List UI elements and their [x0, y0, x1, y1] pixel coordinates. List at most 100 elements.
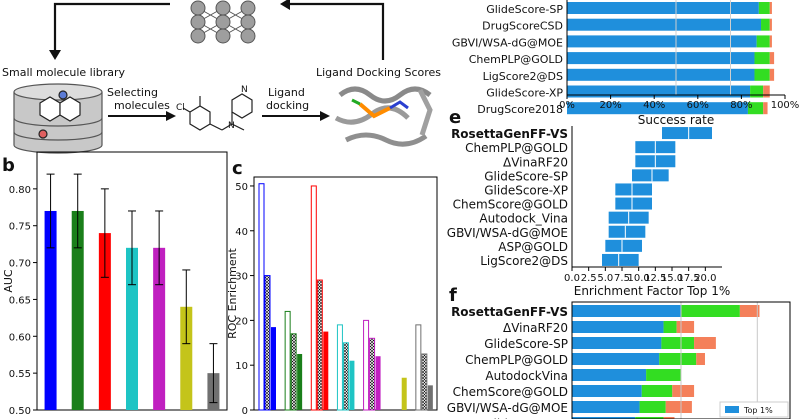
- ytick-label: ASP@GOLD: [498, 240, 568, 254]
- ytick-label: ChemPLP@GOLD: [465, 141, 568, 155]
- ytick-label: Autodock_Vina: [479, 212, 568, 226]
- bar-segment: [572, 417, 636, 419]
- range-bar: [615, 197, 652, 210]
- bar-segment: [754, 68, 770, 81]
- bar-segment: [681, 305, 740, 317]
- ytick-label: 40: [235, 227, 248, 238]
- bar: [427, 385, 433, 410]
- docking-label-2: docking: [266, 99, 309, 112]
- scores-label: Ligand Docking Scores: [316, 66, 441, 79]
- ytick-label: ChemScore@GOLD: [453, 198, 568, 212]
- bar: [415, 324, 422, 411]
- bar: [310, 185, 317, 411]
- bar: [71, 210, 84, 410]
- ytick-label: 0.60: [9, 332, 31, 343]
- bar-segment: [639, 401, 666, 413]
- bar: [336, 324, 343, 411]
- bar-segment: [567, 85, 751, 98]
- xtick-label: 17.5: [678, 273, 700, 284]
- bar: [153, 247, 166, 410]
- bar-segment: [572, 369, 647, 381]
- neural-network-icon: [190, 0, 256, 44]
- bar-segment: [663, 321, 677, 333]
- bar: [284, 310, 291, 411]
- ytick-label: GlideScore-XP: [486, 87, 563, 100]
- ytick-label: 50: [235, 182, 248, 193]
- bar-segment: [769, 35, 772, 48]
- protein-ligand-image: [332, 80, 442, 148]
- ytick-label: GBVI/WSA-dG@MOE: [447, 401, 568, 415]
- bar-segment: [661, 337, 695, 349]
- auc-chart: 0.500.550.600.650.700.750.80AUCGHSPGXVSe…: [2, 151, 228, 419]
- xtick-label: 100%: [771, 100, 800, 111]
- ytick-label: ΔVinaRF20: [503, 155, 568, 169]
- panel-label-b: b: [2, 155, 15, 176]
- panel-label-c: c: [232, 158, 243, 179]
- docking-label-1: Ligand: [268, 86, 305, 99]
- ytick-label: LigScore2@DS: [480, 254, 568, 268]
- xtick-label: 0.0: [564, 273, 580, 284]
- workflow-schematic: Small molecule library Selecting molecul…: [2, 0, 442, 154]
- range-bar: [608, 225, 646, 238]
- ytick-label: RosettaGenFF-VS: [451, 305, 568, 319]
- ytick-label: AutodockVina: [485, 369, 568, 383]
- ytick-label: DrugScoreCSD: [482, 20, 563, 33]
- nitrogen-atom: N: [228, 121, 235, 131]
- bar: [271, 327, 276, 410]
- bar-segment: [754, 52, 770, 65]
- ytick-label: GlideScore-SP: [484, 337, 568, 351]
- legend-label: Top 1%: [743, 406, 773, 415]
- ytick-label: 20: [235, 316, 248, 327]
- bar: [401, 377, 407, 410]
- pyridine-nitrogen: N: [241, 85, 248, 95]
- bar: [316, 279, 323, 411]
- bar-segment: [769, 68, 775, 81]
- xtick-label: 10.0: [628, 273, 650, 284]
- bar-segment: [672, 385, 695, 397]
- arrow-left-down: [53, 2, 170, 55]
- ytick-label: ChemPLP@GOLD: [469, 53, 563, 66]
- bar: [290, 333, 297, 411]
- legend-swatch: [725, 406, 739, 413]
- legend-box: [719, 401, 789, 418]
- ytick-label: GlideScore-XP: [484, 417, 568, 419]
- legend: Top 1%: [719, 401, 789, 418]
- x-axis-label: Enrichment Factor Top 1%: [574, 284, 731, 298]
- bar: [363, 319, 370, 411]
- xtick-label: 60%: [687, 100, 709, 111]
- molecule-icon: [182, 93, 253, 131]
- bar: [375, 356, 381, 410]
- chlorine-atom: Cl: [176, 103, 185, 113]
- ytick-label: ΔVinaRF20: [503, 321, 568, 335]
- bar-segment: [572, 321, 664, 333]
- y-axis-label: ROC Enrichment: [226, 247, 239, 338]
- ytick-label: ChemScore@GOLD: [453, 385, 568, 399]
- selecting-label-1: Selecting: [107, 86, 158, 99]
- ytick-label: 0.70: [9, 259, 31, 270]
- bar-segment: [696, 353, 705, 365]
- range-bar: [662, 127, 712, 140]
- bar: [297, 353, 303, 410]
- range-bar: [632, 169, 669, 182]
- bar-segment: [641, 385, 673, 397]
- library-label: Small molecule library: [2, 66, 126, 79]
- ytick-label: 0: [242, 406, 248, 417]
- bar-segment: [567, 2, 759, 14]
- bar-segment: [694, 337, 716, 349]
- bar-segment: [572, 305, 681, 317]
- success-rate-chart: GlideScore-SPDrugScoreCSDGBVI/WSA-dG@MOE…: [452, 0, 799, 127]
- ytick-label: RosettaGenFF-VS: [451, 127, 568, 141]
- ytick-label: 0.65: [9, 295, 31, 306]
- arrow-right-up: [285, 2, 385, 60]
- bar-segment: [646, 369, 681, 381]
- enrichment-factor-chart: RosettaGenFF-VSChemPLP@GOLDΔVinaRF20Glid…: [447, 126, 730, 298]
- ytick-label: ChemPLP@GOLD: [465, 353, 568, 367]
- bar: [180, 306, 193, 410]
- bar: [126, 247, 138, 410]
- bar: [421, 353, 428, 411]
- ytick-label: GBVI/WSA-dG@MOE: [447, 226, 568, 240]
- bar-segment: [747, 102, 764, 115]
- bar-segment: [567, 68, 755, 81]
